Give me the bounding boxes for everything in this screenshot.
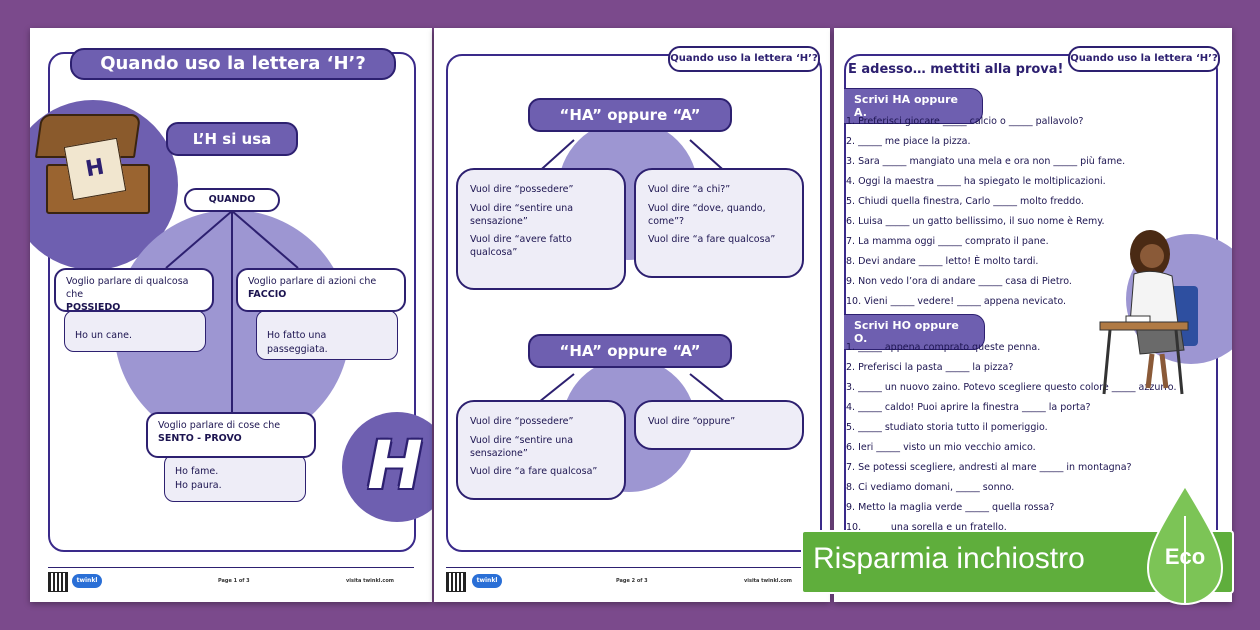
meaning-text: Vuol dire “a chi?” xyxy=(648,184,731,195)
page-footer: twinkl Page 1 of 3 visita twinkl.com xyxy=(48,567,414,592)
meaning-text: Vuol dire “oppure” xyxy=(648,416,736,427)
a-box-2: Vuol dire “oppure” xyxy=(634,400,804,450)
worksheet-page-3: Quando uso la lettera ‘H’? E adesso… met… xyxy=(834,28,1232,602)
exercise-item[interactable]: 10. Vieni _____ vedere! _____ appena nev… xyxy=(846,296,1066,307)
example-box-1: Ho un cane. xyxy=(64,310,206,352)
exercise-heading: E adesso… mettiti alla prova! xyxy=(848,62,1064,77)
exercise-item[interactable]: 6. Luisa _____ un gatto bellissimo, il s… xyxy=(846,216,1105,227)
meaning-text: Vuol dire “a fare qualcosa” xyxy=(648,234,776,246)
page-number: Page 1 of 3 xyxy=(218,578,250,584)
a-box-1: Vuol dire “a chi?” Vuol dire “dove, quan… xyxy=(634,168,804,278)
page-tab: Quando uso la lettera ‘H’? xyxy=(668,46,820,72)
eco-badge: Eco xyxy=(1164,544,1206,569)
exercise-item[interactable]: 3. Sara _____ mangiato una mela e ora no… xyxy=(846,156,1126,167)
usage-box-possiedo: Voglio parlare di qualcosa che POSSIEDO xyxy=(54,268,214,313)
page-title: Quando uso la lettera ‘H’? xyxy=(70,48,396,80)
page-footer: twinkl Page 2 of 3 visita twinkl.com xyxy=(446,567,820,592)
page-tab: Quando uso la lettera ‘H’? xyxy=(1068,46,1220,72)
exercise-item[interactable]: 4. _____ caldo! Puoi aprire la finestra … xyxy=(846,402,1091,413)
exercise-item[interactable]: 7. La mamma oggi _____ comprato il pane. xyxy=(846,236,1049,247)
exercise-item[interactable]: 1. Preferisci giocare _____ calcio o ___… xyxy=(846,116,1084,127)
worksheet-page-1: Quando uso la lettera ‘H’? H L’H si usa … xyxy=(30,28,432,602)
exercise-item[interactable]: 9. Metto la maglia verde _____ quella ro… xyxy=(846,502,1055,513)
usage-box-faccio: Voglio parlare di azioni che FACCIO xyxy=(236,268,406,312)
ha-box-2: Vuol dire “possedere” Vuol dire “sentire… xyxy=(456,400,626,500)
exercise-list-2: 1. _____ appena comprato queste penna. 2… xyxy=(846,338,1212,538)
section2-title: “HA” oppure “A” xyxy=(528,334,732,368)
big-h-circle xyxy=(342,412,432,522)
exercise-list-1: 1. Preferisci giocare _____ calcio o ___… xyxy=(846,112,1212,312)
big-h-letter: H xyxy=(367,427,423,504)
exercise-item[interactable]: 2. _____ me piace la pizza. xyxy=(846,136,971,147)
meaning-text: Vuol dire “a fare qualcosa” xyxy=(470,466,598,478)
exercise-item[interactable]: 10. _____ una sorella e un fratello. xyxy=(846,522,1007,533)
usage-key: SENTO - PROVO xyxy=(158,432,242,444)
meaning-text: Vuol dire “possedere” xyxy=(470,184,574,195)
usage-key: POSSIEDO xyxy=(66,301,121,313)
part2-title: Scrivi HO oppure O. xyxy=(844,314,985,350)
ha-box-1: Vuol dire “possedere” Vuol dire “sentire… xyxy=(456,168,626,290)
treasure-chest-image: H xyxy=(34,114,150,214)
eco-banner-label: Risparmia inchiostro xyxy=(813,542,1085,575)
quando-label: QUANDO xyxy=(184,188,280,212)
meaning-text: Vuol dire “avere fatto qualcosa” xyxy=(470,234,572,259)
example-text: Ho fame. xyxy=(175,466,219,477)
exercise-item[interactable]: 6. Ieri _____ visto un mio vecchio amico… xyxy=(846,442,1036,453)
exercise-item[interactable]: 5. _____ studiato storia tutto il pomeri… xyxy=(846,422,1048,433)
usage-box-sento: Voglio parlare di cose che SENTO - PROVO xyxy=(146,412,316,458)
exercise-item[interactable]: 7. Se potessi scegliere, andresti al mar… xyxy=(846,462,1132,473)
usage-key: FACCIO xyxy=(248,288,287,300)
qr-code xyxy=(48,572,68,592)
meaning-text: Vuol dire “dove, quando, come”? xyxy=(648,202,766,227)
exercise-item[interactable]: 3. _____ un nuovo zaino. Potevo sceglier… xyxy=(846,382,1177,393)
example-box-3: Ho fame. Ho paura. xyxy=(164,454,306,502)
exercise-item[interactable]: 8. Ci vediamo domani, _____ sonno. xyxy=(846,482,1015,493)
site-link[interactable]: visita twinkl.com xyxy=(744,578,792,584)
exercise-item[interactable]: 1. _____ appena comprato queste penna. xyxy=(846,342,1041,353)
exercise-item[interactable]: 2. Preferisci la pasta _____ la pizza? xyxy=(846,362,1014,373)
site-link[interactable]: visita twinkl.com xyxy=(346,578,394,584)
worksheet-page-2: Quando uso la lettera ‘H’? “HA” oppure “… xyxy=(434,28,830,602)
usage-text: Voglio parlare di azioni che xyxy=(248,276,377,287)
student-at-desk-illustration xyxy=(1099,230,1198,395)
meaning-text: Vuol dire “sentire una sensazione” xyxy=(470,434,574,459)
meaning-text: Vuol dire “possedere” xyxy=(470,416,574,427)
exercise-item[interactable]: 4. Oggi la maestra _____ ha spiegato le … xyxy=(846,176,1106,187)
page-frame xyxy=(446,54,822,552)
exercise-item[interactable]: 9. Non vedo l’ora di andare _____ casa d… xyxy=(846,276,1072,287)
section1-title: “HA” oppure “A” xyxy=(528,98,732,132)
usage-text: Voglio parlare di cose che xyxy=(158,420,281,431)
eco-leaf-icon: Eco xyxy=(1146,484,1224,606)
qr-code xyxy=(446,572,466,592)
page-number: Page 2 of 3 xyxy=(616,578,648,584)
usage-text: Voglio parlare di qualcosa che xyxy=(66,276,189,300)
meaning-text: Vuol dire “sentire una sensazione” xyxy=(470,202,574,227)
part1-title: Scrivi HA oppure A. xyxy=(844,88,983,124)
example-text: Ho paura. xyxy=(175,479,222,491)
subtitle-pill: L’H si usa xyxy=(166,122,298,156)
brand-logo: twinkl xyxy=(72,574,102,588)
brand-logo: twinkl xyxy=(472,574,502,588)
exercise-item[interactable]: 8. Devi andare _____ letto! È molto tard… xyxy=(846,256,1039,267)
exercise-item[interactable]: 5. Chiudi quella finestra, Carlo _____ m… xyxy=(846,196,1084,207)
example-box-2: Ho fatto una passeggiata. xyxy=(256,310,398,360)
connector-lines xyxy=(165,210,299,413)
